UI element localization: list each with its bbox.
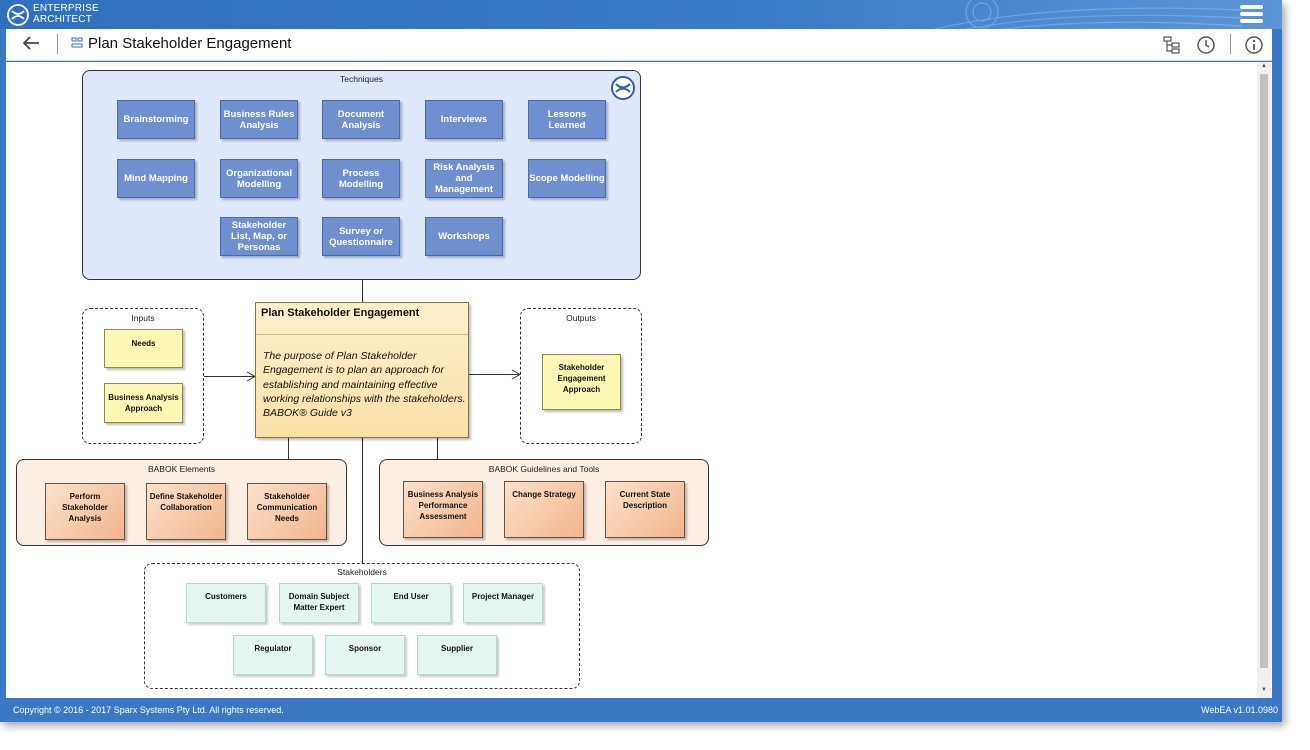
- technique-organizational-modelling[interactable]: Organizational Modelling: [220, 159, 298, 198]
- scrollbar-thumb[interactable]: [1260, 74, 1268, 668]
- connector-line: [362, 438, 363, 564]
- page-title: Plan Stakeholder Engagement: [88, 35, 292, 52]
- element-define-stakeholder-collaboration[interactable]: Define Stakeholder Collaboration: [146, 483, 226, 540]
- project-browser-icon[interactable]: [1162, 35, 1182, 55]
- stakeholder-domain-sme[interactable]: Domain Subject Matter Expert: [279, 583, 359, 623]
- technique-risk-analysis[interactable]: Risk Analysis and Management: [425, 159, 503, 198]
- task-plan-stakeholder-engagement[interactable]: Plan Stakeholder Engagement The purpose …: [255, 302, 469, 438]
- inputs-package[interactable]: Inputs Needs Business Analysis Approach: [82, 308, 204, 444]
- output-stakeholder-engagement-approach[interactable]: Stakeholder Engagement Approach: [542, 354, 621, 410]
- header-swirl-decoration: [933, 0, 1242, 29]
- scroll-up-icon[interactable]: ▲: [1261, 63, 1267, 69]
- techniques-label: Techniques: [339, 74, 383, 84]
- technique-workshops[interactable]: Workshops: [425, 217, 503, 256]
- app-window: ENTERPRISE ARCHITECT Plan Stakeholder En…: [0, 0, 1282, 722]
- babok-elements-package[interactable]: BABOK Elements Perform Stakeholder Analy…: [16, 459, 347, 546]
- stakeholder-project-manager[interactable]: Project Manager: [463, 583, 543, 623]
- connector-line: [288, 438, 289, 460]
- stakeholder-regulator[interactable]: Regulator: [233, 635, 313, 675]
- back-arrow-icon[interactable]: [22, 35, 44, 55]
- sparx-logo-icon[interactable]: [7, 4, 29, 26]
- brand-name: ENTERPRISE ARCHITECT: [33, 3, 99, 25]
- connector-line: [204, 376, 254, 377]
- menu-icon[interactable]: [1240, 5, 1263, 24]
- task-description: The purpose of Plan Stakeholder Engageme…: [263, 350, 466, 420]
- task-title: Plan Stakeholder Engagement: [261, 307, 420, 319]
- guideline-current-state-description[interactable]: Current State Description: [605, 481, 685, 538]
- technique-business-rules-analysis[interactable]: Business Rules Analysis: [220, 100, 298, 139]
- babok-guidelines-package[interactable]: BABOK Guidelines and Tools Business Anal…: [379, 459, 709, 546]
- input-business-analysis-approach[interactable]: Business Analysis Approach: [104, 383, 183, 423]
- connector-line: [362, 280, 363, 302]
- guideline-ba-performance-assessment[interactable]: Business Analysis Performance Assessment: [403, 481, 483, 538]
- techniques-package[interactable]: Techniques Brainstorming Business Rules …: [82, 70, 641, 280]
- stakeholder-customers[interactable]: Customers: [186, 583, 266, 623]
- technique-scope-modelling[interactable]: Scope Modelling: [528, 159, 606, 198]
- technique-brainstorming[interactable]: Brainstorming: [117, 100, 195, 139]
- stakeholders-label: Stakeholders: [337, 567, 387, 577]
- technique-stakeholder-list[interactable]: Stakeholder List, Map, or Personas: [220, 217, 298, 256]
- scroll-down-icon[interactable]: ▼: [1261, 687, 1267, 693]
- connector-line: [469, 374, 519, 375]
- copyright-text: Copyright © 2016 - 2017 Sparx Systems Pt…: [13, 705, 284, 715]
- element-perform-stakeholder-analysis[interactable]: Perform Stakeholder Analysis: [45, 483, 125, 540]
- technique-document-analysis[interactable]: Document Analysis: [322, 100, 400, 139]
- page-toolbar: Plan Stakeholder Engagement: [6, 29, 1272, 61]
- technique-mind-mapping[interactable]: Mind Mapping: [117, 159, 195, 198]
- input-needs[interactable]: Needs: [104, 329, 183, 368]
- technique-survey[interactable]: Survey or Questionnaire: [322, 217, 400, 256]
- technique-lessons-learned[interactable]: Lessons Learned: [528, 100, 606, 139]
- guideline-change-strategy[interactable]: Change Strategy: [504, 481, 584, 538]
- toolbar-divider: [57, 34, 58, 54]
- stakeholders-package[interactable]: Stakeholders Customers Domain Subject Ma…: [144, 563, 580, 689]
- stakeholder-supplier[interactable]: Supplier: [417, 635, 497, 675]
- task-divider: [256, 334, 468, 335]
- technique-process-modelling[interactable]: Process Modelling: [322, 159, 400, 198]
- info-icon[interactable]: [1244, 35, 1264, 55]
- technique-interviews[interactable]: Interviews: [425, 100, 503, 139]
- vertical-scrollbar[interactable]: ▲ ▼: [1257, 62, 1271, 698]
- element-stakeholder-communication-needs[interactable]: Stakeholder Communication Needs: [247, 483, 327, 540]
- stakeholder-end-user[interactable]: End User: [371, 583, 451, 623]
- connector-line: [437, 438, 438, 460]
- brand-line-2: ARCHITECT: [33, 14, 93, 25]
- sparx-badge-icon: [611, 76, 635, 100]
- stakeholder-sponsor[interactable]: Sponsor: [325, 635, 405, 675]
- toolbar-divider-right: [1230, 34, 1231, 54]
- diagram-type-icon: [71, 37, 83, 48]
- top-bar: ENTERPRISE ARCHITECT: [0, 0, 1282, 29]
- footer: Copyright © 2016 - 2017 Sparx Systems Pt…: [0, 700, 1282, 722]
- outputs-label: Outputs: [566, 313, 596, 323]
- babok-elements-label: BABOK Elements: [147, 464, 216, 474]
- version-text: WebEA v1.01.0980: [1201, 705, 1278, 715]
- outputs-package[interactable]: Outputs Stakeholder Engagement Approach: [520, 308, 642, 444]
- diagram-canvas[interactable]: Techniques Brainstorming Business Rules …: [6, 62, 1272, 698]
- babok-guidelines-label: BABOK Guidelines and Tools: [488, 464, 600, 474]
- inputs-label: Inputs: [131, 313, 155, 323]
- history-clock-icon[interactable]: [1196, 35, 1216, 55]
- brand-line-1: ENTERPRISE: [33, 3, 99, 14]
